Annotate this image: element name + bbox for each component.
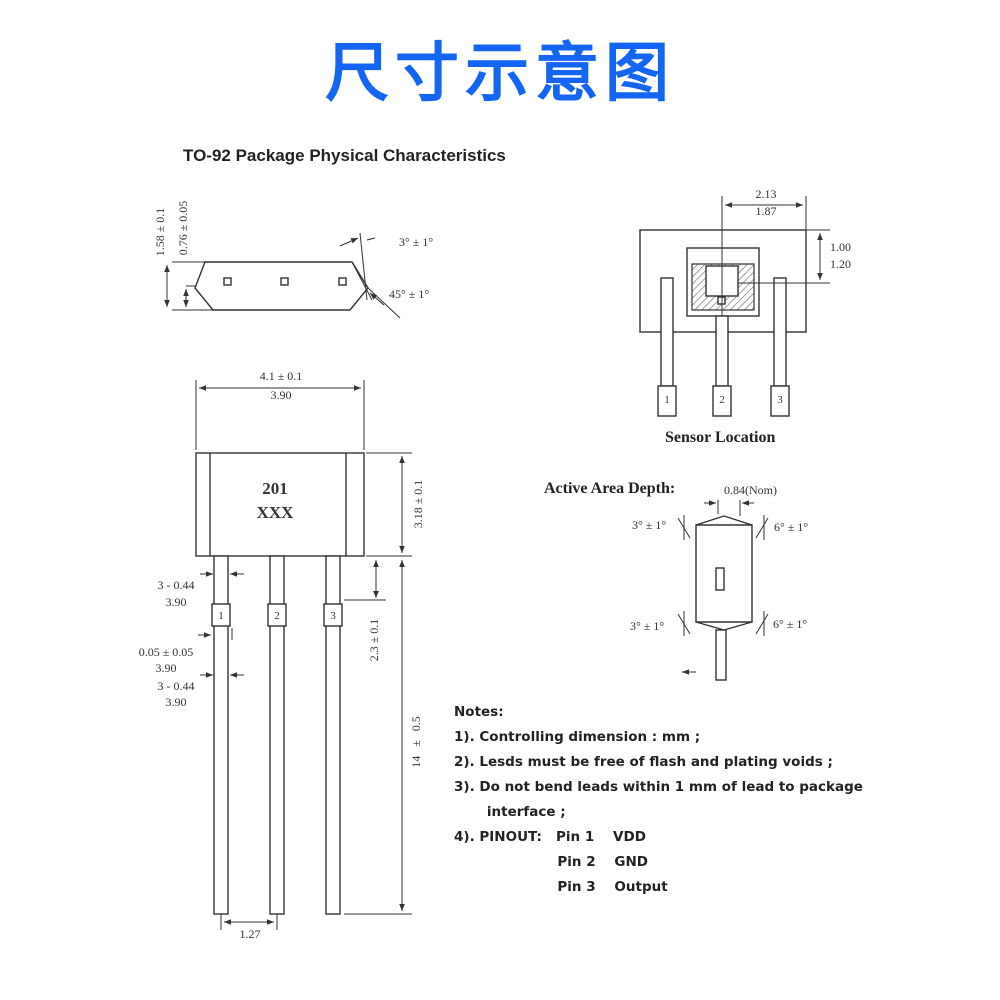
angle-bottom-right: 6° ± 1° <box>773 617 807 631</box>
sensor-offset-top: 1.00 <box>830 240 851 254</box>
note-pinout-1: 4). PINOUT: Pin 1 VDD <box>454 829 646 845</box>
lead-gap-bottom: 3.90 <box>156 661 177 675</box>
side-angle-top: 3° ± 1° <box>399 235 433 249</box>
front-pin-1: 1 <box>218 610 224 622</box>
side-angle-side: 45° ± 1° <box>389 287 429 301</box>
sensor-width-top: 2.13 <box>756 187 777 201</box>
active-area-view <box>677 500 769 681</box>
angle-bottom-left: 3° ± 1° <box>630 619 664 633</box>
sensor-width-bottom: 1.87 <box>756 204 777 218</box>
front-width-top: 4.1 ± 0.1 <box>260 369 303 383</box>
pitch: 1.27 <box>240 927 261 941</box>
note-item-3-cont: interface ; <box>454 804 566 820</box>
front-view <box>195 380 412 930</box>
lead-width-b-bottom: 3.90 <box>166 695 187 709</box>
active-area-label: Active Area Depth: <box>544 480 676 497</box>
sensor-offset-bottom: 1.20 <box>830 257 851 271</box>
note-pinout-2: Pin 2 GND <box>454 854 649 870</box>
sensor-pin-2: 2 <box>719 394 725 406</box>
sensor-pin-1: 1 <box>664 394 670 406</box>
front-width-bottom: 3.90 <box>271 388 292 402</box>
notes-heading: Notes: <box>454 704 504 720</box>
note-item-1: 1). Controlling dimension : mm ; <box>454 729 701 745</box>
lead-gap-top: 0.05 ± 0.05 <box>139 645 194 659</box>
sensor-location-view <box>639 196 830 417</box>
side-height-total: 1.58 ± 0.1 <box>153 208 167 257</box>
active-depth: 0.84(Nom) <box>724 483 777 497</box>
sensor-pin-3: 3 <box>777 394 783 406</box>
note-item-3: 3). Do not bend leads within 1 mm of lea… <box>454 779 863 795</box>
page-title: 尺寸示意图 <box>325 37 675 111</box>
lead-length: 14 ± 0.5 <box>409 716 423 768</box>
note-pinout-3: Pin 3 Output <box>454 879 668 895</box>
sensor-location-label: Sensor Location <box>665 429 776 446</box>
marking-line1: 201 <box>262 479 288 498</box>
marking-line2: XXX <box>257 503 295 522</box>
body-height: 3.18 ± 0.1 <box>411 480 425 529</box>
side-view <box>164 232 401 319</box>
front-pin-3: 3 <box>330 610 336 622</box>
lead-width-b-top: 3 - 0.44 <box>158 679 195 693</box>
side-height-lead: 0.76 ± 0.05 <box>176 201 190 256</box>
angle-top-right: 6° ± 1° <box>774 520 808 534</box>
lead-width-a-bottom: 3.90 <box>166 595 187 609</box>
angle-top-left: 3° ± 1° <box>632 518 666 532</box>
lead-to-tab: 2.3 ± 0.1 <box>367 619 381 662</box>
lead-width-a-top: 3 - 0.44 <box>158 578 195 592</box>
package-title: TO-92 Package Physical Characteristics <box>183 146 506 165</box>
notes-block: Notes: 1). Controlling dimension : mm ; … <box>454 700 974 900</box>
front-pin-2: 2 <box>274 610 280 622</box>
note-item-2: 2). Lesds must be free of flash and plat… <box>454 754 833 770</box>
